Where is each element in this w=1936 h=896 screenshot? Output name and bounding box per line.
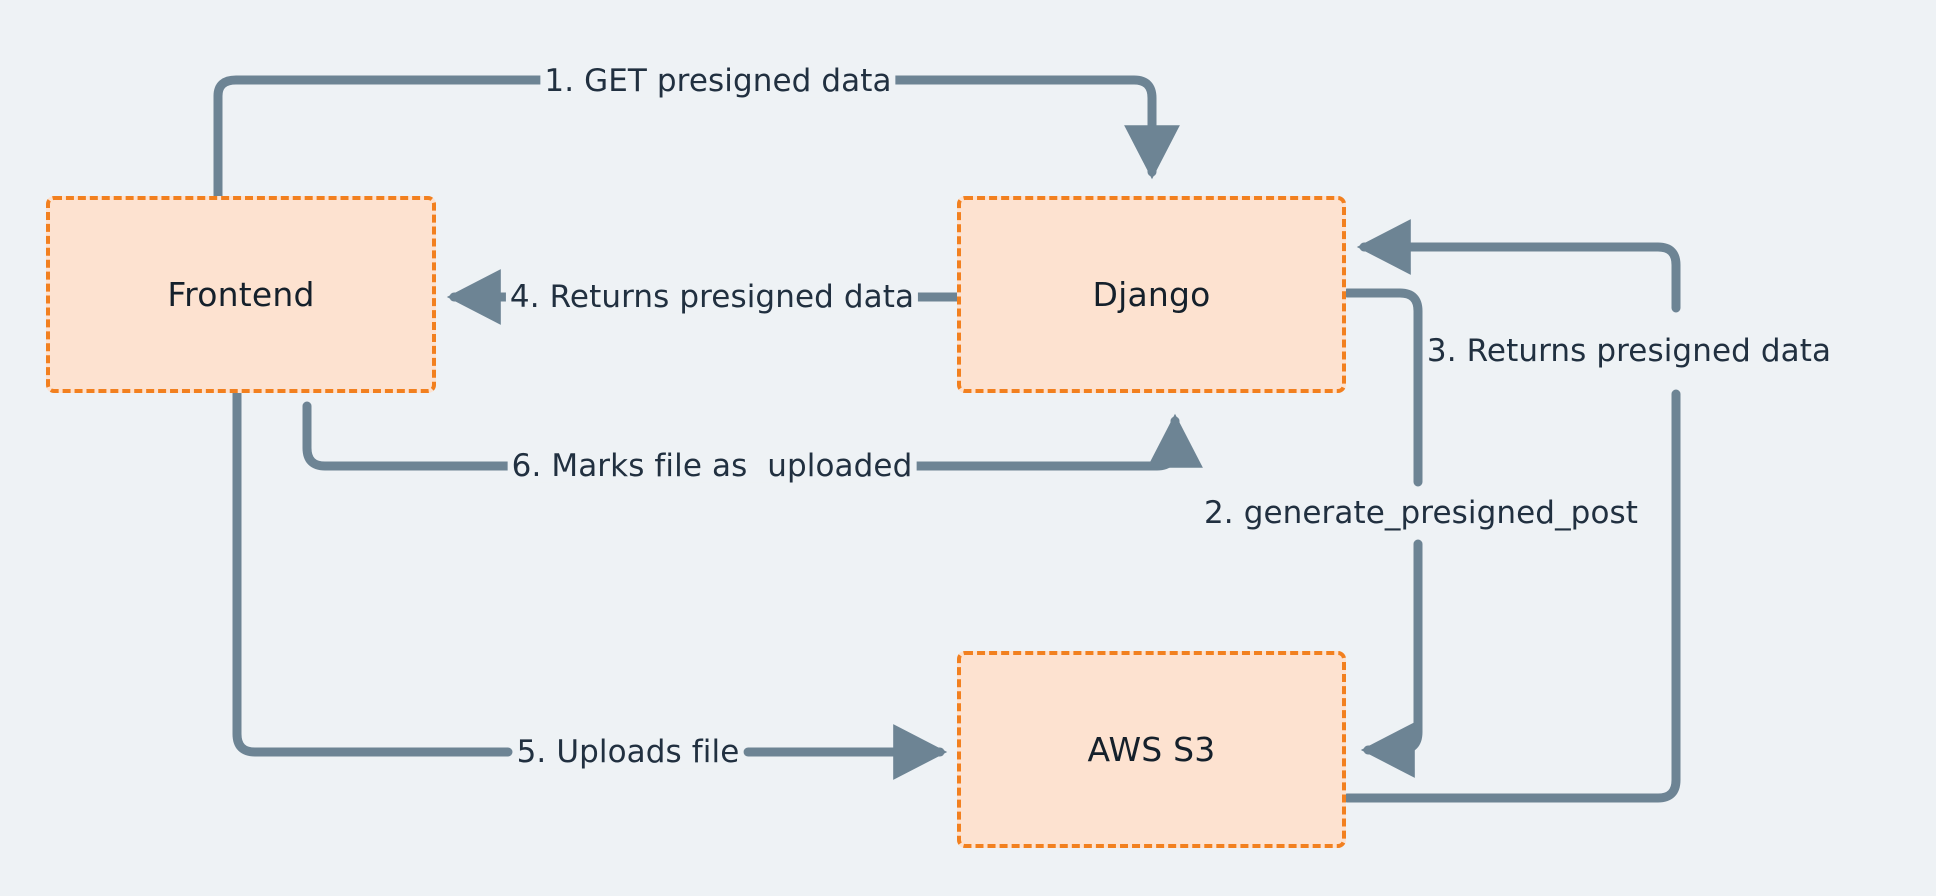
edge-label-3-returns-presigned-data: 3. Returns presigned data: [1422, 334, 1836, 368]
edge-label-2-generate-presigned-post: 2. generate_presigned_post: [1199, 496, 1643, 530]
edge-5-uploads-file-tail: [232, 388, 513, 757]
edge-label-1-get-presigned-data: 1. GET presigned data: [540, 64, 896, 98]
node-frontend-label: Frontend: [167, 275, 315, 314]
node-django[interactable]: Django: [957, 196, 1346, 393]
edge-6-marks-file-as-uploaded-tail: [302, 401, 513, 471]
node-frontend[interactable]: Frontend: [46, 196, 436, 393]
edge-label-4-returns-presigned-data: 4. Returns presigned data: [505, 280, 919, 314]
edge-label-5-uploads-file: 5. Uploads file: [512, 735, 744, 769]
edge-3-returns-presigned-data: [1356, 219, 1681, 313]
edge-2-generate-presigned-post: [1360, 539, 1423, 778]
node-aws-s3-label: AWS S3: [1087, 730, 1216, 769]
edge-6-marks-file-as-uploaded: [911, 413, 1203, 471]
node-aws-s3[interactable]: AWS S3: [957, 651, 1346, 848]
edge-label-6-marks-file-as-uploaded: 6. Marks file as uploaded: [507, 449, 917, 483]
edge-2-generate-presigned-post-upper: [1342, 288, 1423, 487]
edge-1-get-presigned-data-arrowhead: [843, 75, 1180, 180]
node-django-label: Django: [1092, 275, 1211, 314]
edge-3-returns-presigned-data-lower: [1342, 389, 1681, 803]
edge-1-get-presigned-data: [213, 75, 597, 201]
